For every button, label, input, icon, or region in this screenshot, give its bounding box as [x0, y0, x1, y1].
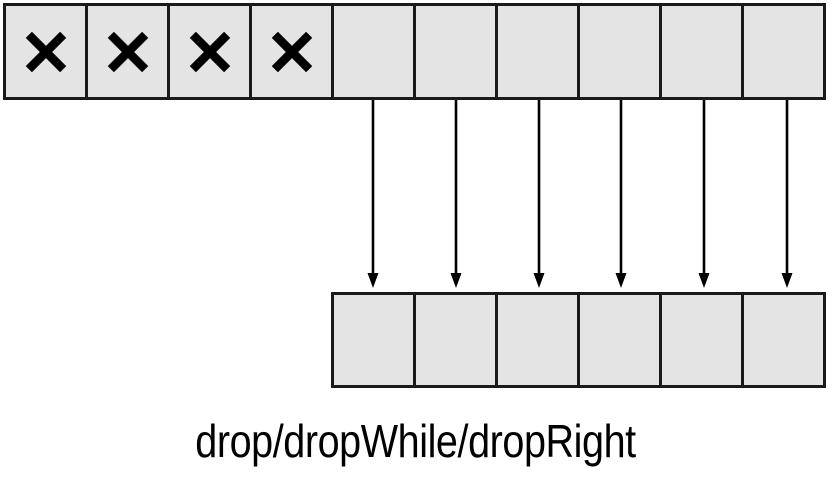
mapping-arrow: [698, 100, 710, 288]
output-cell: [331, 292, 416, 388]
input-cell: [249, 3, 334, 100]
caption-label: drop/dropWhile/dropRight: [195, 415, 636, 467]
mapping-arrow: [367, 100, 379, 288]
input-cell: [167, 3, 252, 100]
arrowhead-icon: [615, 273, 627, 288]
input-cell: [413, 3, 498, 100]
output-cell: [741, 292, 826, 388]
arrowhead-icon: [533, 273, 545, 288]
mapping-arrow: [450, 100, 462, 288]
mapping-arrow: [615, 100, 627, 288]
x-mark-icon: [270, 30, 314, 74]
x-mark-icon: [188, 30, 232, 74]
output-cell: [413, 292, 498, 388]
input-cell: [495, 3, 580, 100]
x-mark-icon: [24, 30, 68, 74]
output-cell: [577, 292, 662, 388]
input-cell: [659, 3, 744, 100]
arrowhead-icon: [450, 273, 462, 288]
arrowhead-icon: [781, 273, 793, 288]
mapping-arrow: [533, 100, 545, 288]
output-cell: [659, 292, 744, 388]
input-collection-row: [3, 3, 826, 100]
output-collection-row: [331, 292, 826, 388]
mapping-arrow: [781, 100, 793, 288]
arrowhead-icon: [367, 273, 379, 288]
arrowhead-icon: [698, 273, 710, 288]
x-mark-icon: [106, 30, 150, 74]
input-cell: [85, 3, 170, 100]
input-cell: [331, 3, 416, 100]
input-cell: [3, 3, 88, 100]
input-cell: [741, 3, 826, 100]
output-cell: [495, 292, 580, 388]
input-cell: [577, 3, 662, 100]
